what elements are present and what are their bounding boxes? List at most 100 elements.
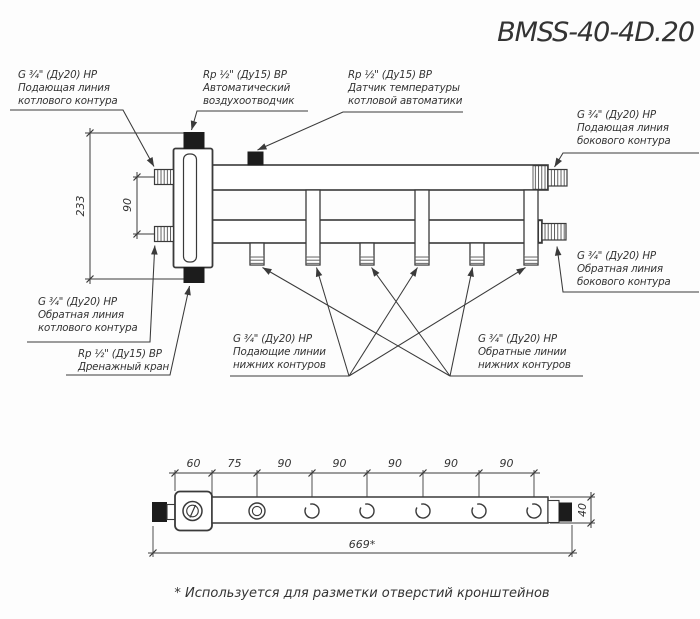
callout-side-supply: G ¾" (Ду20) НР Подающая линия бокового к… (554, 109, 699, 168)
callout-lower-supply: G ¾" (Ду20) НР Подающие линии нижних кон… (230, 267, 526, 377)
side-return-port (541, 222, 567, 241)
bottom-view: 60 75 90 90 90 90 90 (148, 457, 595, 557)
dim-overall-height: 233 (74, 128, 191, 284)
callout-text: G ¾" (Ду20) НР (478, 333, 558, 345)
leader-line (554, 152, 699, 168)
side-supply-port (547, 168, 568, 187)
air-vent-fitting (183, 132, 205, 149)
leader-line (27, 245, 158, 343)
callout-text: нижних контуров (233, 359, 326, 371)
drawing-title: BMSS-40-4D.20 (497, 17, 694, 48)
leader-line (190, 110, 308, 131)
callout-text: нижних контуров (478, 359, 571, 371)
callout-text: Датчик температуры (347, 82, 460, 94)
callout-text: Обратная линия (38, 309, 124, 321)
bottom-profile (152, 490, 572, 532)
drain-port-circle (182, 500, 203, 522)
right-flange (559, 502, 572, 522)
callout-text: G ¾" (Ду20) НР (18, 69, 98, 81)
dim-collector-height: 40 (550, 492, 595, 528)
leader-line (257, 111, 463, 151)
leader-line (66, 285, 191, 376)
callout-temp-sensor: Rp ½" (Ду15) ВР Датчик температуры котло… (257, 69, 463, 151)
leader-line (348, 267, 418, 377)
port-ring (248, 502, 266, 520)
callout-side-return: G ¾" (Ду20) НР Обратная линия бокового к… (554, 246, 699, 293)
port-arc (304, 503, 320, 519)
leader-line (554, 246, 699, 293)
dim-90-label: 90 (121, 198, 134, 212)
drain-port-inner (186, 504, 199, 518)
callout-text: Rp ½" (Ду15) ВР (348, 69, 433, 81)
callout-text: G ¾" (Ду20) НР (577, 109, 657, 121)
callout-text: Дренажный кран (77, 361, 170, 373)
port-arc (526, 503, 542, 519)
callout-text: котловой автоматики (348, 95, 463, 107)
dim-total-length: 669* (148, 525, 577, 557)
boiler-return-port (153, 225, 175, 243)
main-view: 233 90 (10, 69, 699, 377)
left-flange (152, 502, 167, 522)
dim-40-label: 40 (576, 503, 589, 517)
callout-text: Подающая линия (18, 82, 110, 94)
callout-text: бокового контура (577, 135, 671, 147)
leader-line (10, 109, 155, 167)
dim-233-label: 233 (74, 196, 87, 217)
pipe-thread (524, 255, 538, 265)
callout-air-vent: Rp ½" (Ду15) ВР Автоматический воздухоот… (190, 69, 308, 131)
lower-supply-pipe (414, 189, 430, 266)
callout-text: Обратные линии (478, 346, 567, 358)
leader-line (449, 267, 474, 377)
callout-text: G ¾" (Ду20) НР (38, 296, 118, 308)
callout-lower-return: G ¾" (Ду20) НР Обратные линии нижних кон… (262, 267, 583, 377)
stub-thread (470, 255, 484, 265)
callout-boiler-supply: G ¾" (Ду20) НР Подающая линия котлового … (10, 69, 155, 167)
temp-sensor-fitting (247, 151, 264, 166)
manifold-assembly (153, 132, 568, 283)
leader-line (262, 267, 451, 377)
dim-seg-label: 90 (388, 457, 402, 470)
callout-text: котлового контура (18, 95, 118, 107)
dim-segments: 60 75 90 90 90 90 90 (169, 457, 540, 503)
pipe-thread (306, 255, 320, 265)
return-collector-bar (211, 219, 543, 244)
separator-chamber (182, 153, 198, 263)
stub-thread (250, 255, 264, 265)
callout-text: Подающие линии (233, 346, 326, 358)
callout-text: бокового контура (577, 276, 671, 288)
leader-line (348, 267, 526, 377)
pipe-thread (415, 255, 429, 265)
lower-supply-pipe (523, 189, 539, 266)
dim-seg-label: 90 (500, 457, 514, 470)
lower-supply-pipe (305, 189, 321, 266)
callout-text: Автоматический (202, 82, 291, 94)
dim-seg-label: 90 (278, 457, 292, 470)
collector-bar-bottom (211, 496, 549, 524)
dim-seg-label: 90 (333, 457, 347, 470)
callout-text: Rp ½" (Ду15) ВР (78, 348, 163, 360)
leader-line (315, 267, 350, 377)
callout-text: Подающая линия (577, 122, 669, 134)
dim-seg-label: 60 (187, 457, 201, 470)
callout-boiler-return: G ¾" (Ду20) НР Обратная линия котлового … (27, 245, 158, 343)
dim-669-label: 669* (349, 538, 376, 551)
right-neck (547, 499, 560, 524)
drain-valve-fitting (183, 267, 205, 283)
callout-drain: Rp ½" (Ду15) ВР Дренажный кран (66, 285, 191, 376)
port-arc (359, 503, 375, 519)
callout-text: Rp ½" (Ду15) ВР (203, 69, 288, 81)
port-arc (471, 503, 487, 519)
supply-collector-bar (211, 164, 549, 191)
callout-text: G ¾" (Ду20) НР (577, 250, 657, 262)
dim-seg-label: 90 (444, 457, 458, 470)
left-neck (166, 503, 176, 521)
port-ring-inner (251, 505, 263, 517)
footnote: * Используется для разметки отверстий кр… (174, 586, 549, 601)
callout-text: Обратная линия (577, 263, 663, 275)
boiler-supply-port (153, 168, 175, 186)
drain-port-slot (189, 504, 197, 518)
supply-bar-thread (532, 165, 548, 190)
stub-thread (360, 255, 374, 265)
